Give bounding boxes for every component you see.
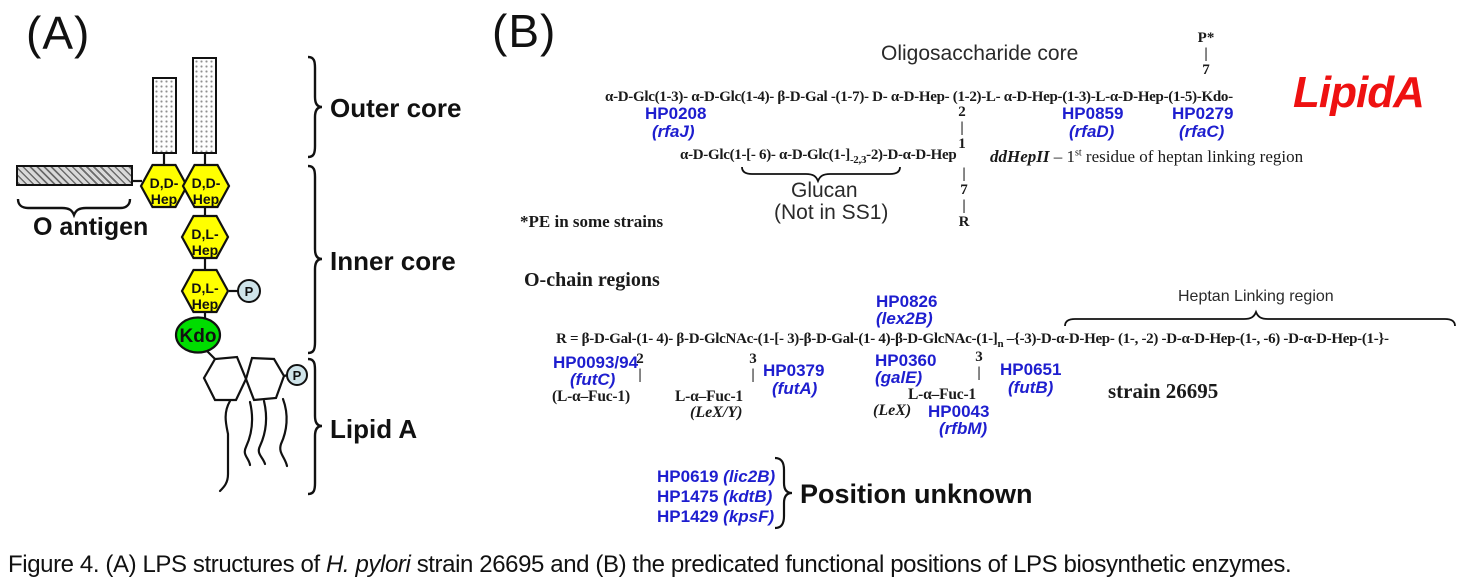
figure-caption: Figure 4. (A) LPS structures of H. pylor… [8, 551, 1292, 579]
unknown-row-2: HP1475 (kdtB) [657, 487, 775, 507]
panel-b-braces [741, 166, 1456, 530]
kdo-ellipse: Kdo [174, 316, 222, 354]
unknown-gene-kdtB: (kdtB) [723, 487, 773, 506]
lipid-acyl-chains [218, 397, 289, 493]
phosphate-circle-1: P [237, 279, 261, 303]
enzyme-hp0859: HP0859 [1062, 104, 1124, 123]
o-antigen-bar [16, 165, 133, 186]
lexy-label: (LeX/Y) [690, 404, 743, 421]
unknown-hp0619: HP0619 [657, 467, 719, 486]
fucose-left: (L-α–Fuc-1) [552, 388, 630, 405]
ochain-regions-header: O-chain regions [524, 269, 660, 291]
panel-b-label: (B) [492, 5, 557, 57]
gene-rfaD: (rfaD) [1069, 122, 1115, 141]
unknown-hp1429: HP1429 [657, 507, 719, 526]
ddhepii-note-mid: – 1 [1049, 147, 1075, 166]
gene-futC: (futC) [570, 370, 616, 389]
pe-strains-note: *PE in some strains [520, 212, 664, 231]
panel-a-label: (A) [26, 7, 91, 59]
dlhep-hexagon-2: D,L- Hep [180, 268, 230, 314]
ddhep-hexagon-2: D,D- Hep [181, 163, 231, 209]
dlhep1-line1: D,L- [191, 226, 219, 242]
gene-lex2B: (lex2B) [876, 309, 933, 328]
gene-galE: (galE) [875, 368, 923, 387]
r-chain-sub: n [997, 338, 1004, 350]
ddhepii-note-sup: st [1075, 147, 1082, 159]
oligosaccharide-core-title: Oligosaccharide core [881, 42, 1079, 65]
glucan-chain-sub: -2,3 [849, 154, 867, 166]
linkage-3a-column: 3 | [749, 351, 757, 383]
phosphate-star-column: P* | 7 [1197, 30, 1215, 78]
caption-species: H. pylori [326, 551, 411, 578]
ochain-r-text: R = β-D-Gal-(1- 4)- β-D-GlcNAc-(1-[- 3)-… [556, 331, 1389, 350]
dlhep1-line2: Hep [192, 242, 218, 258]
lps-backbone-lines [133, 154, 289, 378]
enzyme-hp0208: HP0208 [645, 104, 707, 123]
caption-post: strain 26695 and (B) the predicated func… [410, 551, 1292, 578]
ddhep-hexagon-1: D,D- Hep [139, 163, 189, 209]
caption-pre: Figure 4. (A) LPS structures of [8, 551, 326, 578]
panel-a-braces [16, 55, 323, 496]
phosphate-label-2: P [293, 368, 302, 383]
unknown-gene-lic2B: (lic2B) [723, 467, 776, 486]
enzyme-hp0360: HP0360 [875, 351, 937, 370]
gene-rfbM: (rfbM) [939, 419, 988, 438]
o-antigen-label: O antigen [33, 213, 149, 241]
enzyme-hp0093-94: HP0093/94 [553, 353, 639, 372]
o-chain-unit-tall [192, 57, 217, 154]
linkage-3b-column: 3 | [975, 349, 983, 381]
unknown-hp1475: HP1475 [657, 487, 719, 506]
ddhepii-note: ddHepII – 1st residue of heptan linking … [990, 147, 1303, 167]
lipid-a-red-label: LipidA [1293, 68, 1425, 117]
outer-core-label: Outer core [330, 93, 462, 123]
enzyme-hp0651: HP0651 [1000, 360, 1062, 379]
phosphate-label-1: P [245, 284, 254, 299]
enzyme-hp0279: HP0279 [1172, 104, 1234, 123]
linkage-2-1-column: 2 | 1 [958, 104, 966, 152]
glucan-chain-text: α-D-Glc(1-[- 6)- α-D-Glc(1-]-2,3-2)-D-α-… [680, 147, 957, 166]
position-unknown-list: HP0619 (lic2B) HP1475 (kdtB) HP1429 (kps… [657, 467, 775, 527]
ddhep2-line2: Hep [193, 191, 219, 207]
unknown-row-3: HP1429 (kpsF) [657, 507, 775, 527]
enzyme-hp0043: HP0043 [928, 402, 990, 421]
ddhepii-note-italic: ddHepII [990, 147, 1050, 166]
linkage-2-column: 2 | [636, 351, 644, 383]
gene-rfaC: (rfaC) [1179, 122, 1225, 141]
dlhep2-line2: Hep [192, 296, 218, 312]
glucan-chain-post: -2)-D-α-D-Hep [866, 147, 957, 163]
glucan-chain-pre: α-D-Glc(1-[- 6)- α-D-Glc(1-] [680, 147, 850, 163]
fucose-right: L-α–Fuc-1 [908, 386, 976, 403]
phosphate-circle-2: P [286, 364, 308, 386]
ddhep1-line1: D,D- [150, 175, 179, 191]
unknown-gene-kpsF: (kpsF) [723, 507, 775, 526]
lipid-a-rings [202, 355, 286, 402]
dlhep-hexagon-1: D,L- Hep [180, 214, 230, 260]
core-chain-text: α-D-Glc(1-3)- α-D-Glc(1-4)- β-D-Gal -(1-… [605, 89, 1233, 105]
gene-futA: (futA) [772, 379, 818, 398]
lex-label: (LeX) [873, 402, 912, 419]
ddhep1-line2: Hep [151, 191, 177, 207]
glucan-ss1-note: (Not in SS1) [774, 201, 889, 224]
position-unknown-label: Position unknown [800, 479, 1033, 509]
gene-futB: (futB) [1008, 378, 1054, 397]
dlhep2-line1: D,L- [191, 280, 219, 296]
gene-rfaJ: (rfaJ) [652, 122, 695, 141]
fucose-mid: L-α–Fuc-1 [675, 388, 743, 405]
ddhep2-line1: D,D- [192, 175, 221, 191]
inner-core-label: Inner core [330, 246, 456, 276]
enzyme-hp0826: HP0826 [876, 292, 938, 311]
lipid-a-label: Lipid A [330, 414, 418, 444]
heptan-linking-label: Heptan Linking region [1178, 288, 1334, 305]
kdo-label: Kdo [180, 326, 217, 347]
glucan-label: Glucan [791, 179, 858, 202]
r-chain-post: –{-3)-D-α-D-Hep- (1-, -2) -D-α-D-Hep-(1-… [1003, 331, 1389, 347]
o-chain-unit-short [152, 77, 177, 154]
unknown-row-1: HP0619 (lic2B) [657, 467, 775, 487]
linkage-7-r-column: | 7 | R [958, 166, 970, 230]
strain-label: strain 26695 [1108, 379, 1219, 403]
ddhepii-note-post: residue of heptan linking region [1081, 147, 1304, 166]
r-chain-pre: R = β-D-Gal-(1- 4)- β-D-GlcNAc-(1-[- 3)-… [556, 331, 998, 347]
enzyme-hp0379: HP0379 [763, 361, 825, 380]
